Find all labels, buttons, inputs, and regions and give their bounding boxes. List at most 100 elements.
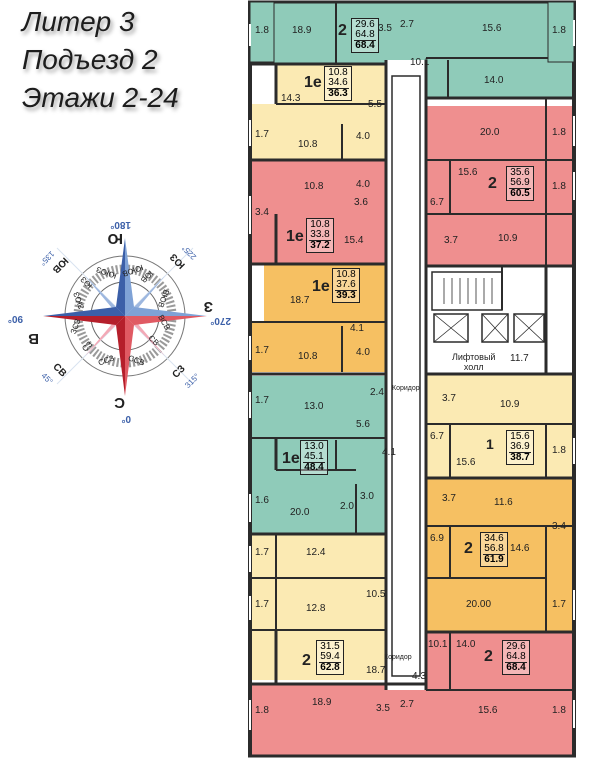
- room-area: 18.7: [366, 665, 386, 676]
- room-area: 3.5: [376, 703, 390, 714]
- apt-8-total: 38.7: [509, 452, 531, 463]
- apt-1-total: 68.4: [354, 40, 376, 51]
- apt-3-living: 10.8: [310, 219, 330, 230]
- room-area: 1.8: [552, 127, 566, 138]
- compass-diag-sw: [85, 316, 125, 356]
- apt-4-total: 39.3: [335, 290, 357, 301]
- compass-west-label: З: [204, 298, 213, 315]
- compass-point-west: [125, 307, 207, 316]
- lift-hall-area: 11.7: [510, 353, 529, 364]
- apt-7-rooms: 2: [488, 175, 497, 192]
- room-area: 1.8: [255, 705, 269, 716]
- apt-9-rooms: 2: [464, 540, 473, 557]
- compass-diag-ne: [125, 276, 165, 316]
- room-area: 15.6: [482, 23, 502, 34]
- compass-north-deg: 0°: [121, 413, 131, 424]
- walls: [248, 0, 576, 758]
- room-area: 2.7: [400, 19, 414, 30]
- apt-2-living: 10.8: [328, 67, 348, 78]
- apt-7-living: 35.6: [510, 167, 530, 178]
- apt-1-kitchen: 64.8: [355, 29, 375, 40]
- apt-zone-left-orange: [264, 264, 386, 322]
- room-area: 1.8: [552, 445, 566, 456]
- apt-7-total: 60.5: [509, 188, 531, 199]
- room-area: 3.7: [442, 393, 456, 404]
- room-area: 14.6: [510, 543, 530, 554]
- room-area: 1.8: [552, 705, 566, 716]
- compass-east-label: В: [28, 330, 39, 347]
- apt-2-rooms: 1е: [304, 74, 322, 91]
- apt-zone-left-yellow-1: [276, 64, 386, 160]
- apt-10-total: 68.4: [505, 662, 527, 673]
- header-floors: Этажи 2-24: [22, 82, 179, 113]
- compass-west-deg: 270°: [210, 315, 231, 326]
- room-area: 6.7: [430, 431, 444, 442]
- apt-10-living: 29.6: [506, 641, 526, 652]
- room-area: 15.6: [456, 457, 476, 468]
- compass-south-label: Ю: [108, 230, 123, 247]
- room-area: 4.0: [356, 179, 370, 190]
- corridor-area: 4.3: [412, 671, 426, 682]
- apt-1-living: 29.6: [355, 19, 375, 30]
- apt-4-rooms: 1е: [312, 278, 330, 295]
- apt-3-kitchen: 33.8: [310, 229, 330, 240]
- apt-3-total: 37.2: [309, 240, 331, 251]
- apt-6-rooms: 2: [302, 652, 311, 669]
- apt-10-kitchen: 64.8: [506, 651, 526, 662]
- room-area: 6.7: [430, 197, 444, 208]
- compass-diag-nw: [85, 276, 125, 316]
- room-area: 2.0: [340, 501, 354, 512]
- compass-south-deg: 180°: [110, 219, 131, 230]
- apt-9-kitchen: 56.8: [484, 543, 504, 554]
- apt-zone-left-yellow-1b: [248, 104, 288, 160]
- apt-4-kitchen: 37.6: [336, 279, 356, 290]
- apt-9-living: 34.6: [484, 533, 504, 544]
- room-area: 3.7: [442, 493, 456, 504]
- room-area: 5.6: [356, 419, 370, 430]
- room-area: 3.5: [378, 23, 392, 34]
- apt-zone-left-pink: [248, 160, 386, 264]
- room-area: 10.1: [428, 639, 448, 650]
- room-area: 4.1: [350, 323, 364, 334]
- compass-ne-deg: 45°: [40, 371, 55, 386]
- room-area: 14.0: [456, 639, 476, 650]
- room-area: 3.7: [444, 235, 458, 246]
- room-area: 1.8: [255, 25, 269, 36]
- apt-6-total: 62.8: [319, 662, 341, 673]
- compass-east-deg: 90°: [8, 313, 23, 324]
- room-area: 11.6: [494, 497, 513, 508]
- apt-5-total: 48.4: [303, 462, 325, 473]
- room-area: 3.4: [255, 207, 269, 218]
- apt-5-living: 13.0: [304, 441, 324, 452]
- apt-zone-bottom-left-pink: [248, 684, 426, 756]
- room-area: 1.8: [552, 25, 566, 36]
- compass-ne-label: СВ: [50, 362, 68, 380]
- apt-5-rooms: 1е: [282, 450, 300, 467]
- apt-4-living: 10.8: [336, 269, 356, 280]
- room-area: 14.3: [281, 93, 301, 104]
- room-area: 1.7: [255, 345, 269, 356]
- room-area: 12.8: [306, 603, 326, 614]
- apt-8-living: 15.6: [510, 431, 530, 442]
- apt-10-rooms: 2: [484, 648, 493, 665]
- header-entrance: Подъезд 2: [22, 44, 158, 75]
- room-area: 5.5: [368, 99, 382, 110]
- compass-nw-label: СЗ: [171, 363, 188, 380]
- room-area: 1.7: [552, 599, 566, 610]
- room-area: 15.6: [478, 705, 498, 716]
- header-building: Литер 3: [22, 6, 135, 37]
- room-area: 15.4: [344, 235, 364, 246]
- compass-point-south: [116, 238, 125, 316]
- compass-point-north: [116, 316, 125, 396]
- corridor-label-bottom: Коридор: [384, 654, 412, 661]
- balconies: [249, 1, 575, 63]
- apt-2-total: 36.3: [327, 88, 349, 99]
